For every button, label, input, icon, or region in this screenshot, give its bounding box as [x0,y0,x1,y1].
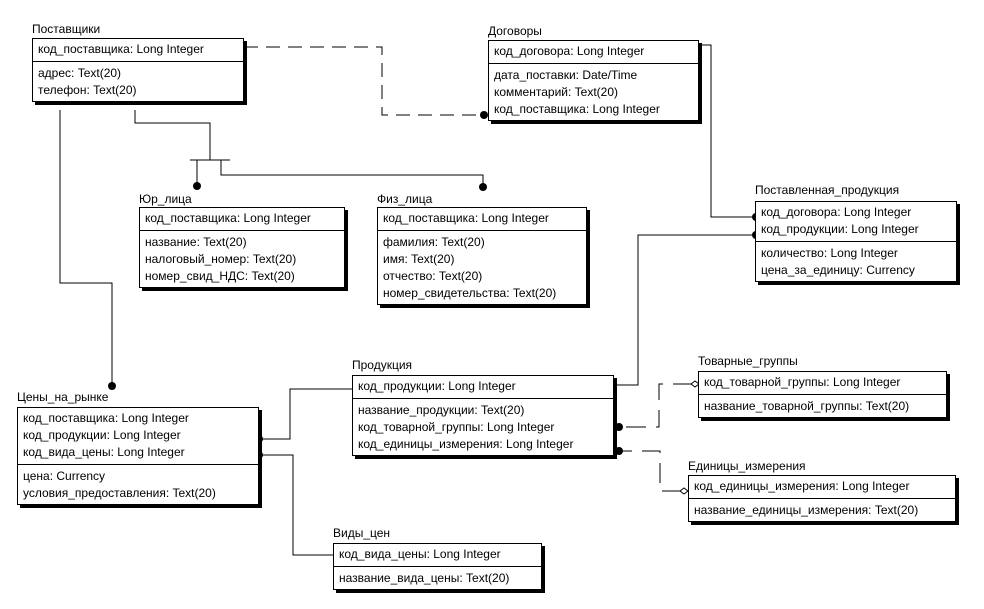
key-attribute: код_поставщика: Long Integer [145,211,311,225]
entity-box: код_продукции: Long Integer название_про… [352,375,614,456]
key-section: код_поставщика: Long Integer [33,39,243,62]
attribute: код_единицы_измерения: Long Integer [358,437,574,451]
attribute: количество: Long Integer [761,246,898,260]
attribute-section: название: Text(20) налоговый_номер: Text… [140,231,344,287]
attribute: цена_за_единицу: Currency [761,263,915,277]
key-attribute: код_продукции: Long Integer [23,428,181,442]
entity-title: Физ_лица [377,192,433,206]
entity-title: Товарные_группы [698,354,798,368]
key-attribute: код_договора: Long Integer [494,44,645,58]
key-section: код_продукции: Long Integer [353,376,613,399]
attribute: номер_свид_НДС: Text(20) [145,269,295,283]
entity-title: Продукция [352,358,413,372]
rel-groups-products [620,383,693,428]
attribute: код_поставщика: Long Integer [494,102,660,116]
key-attribute: код_единицы_измерения: Long Integer [694,479,910,493]
entity-title: Цены_на_рынке [17,390,109,404]
key-attribute: код_поставщика: Long Integer [23,411,189,425]
attribute-section: адрес: Text(20) телефон: Text(20) [33,62,243,101]
attribute: условия_предоставления: Text(20) [23,486,216,500]
attribute: адрес: Text(20) [38,66,122,80]
entity-box: код_единицы_измерения: Long Integer назв… [688,475,956,522]
entity-box: код_поставщика: Long Integer название: T… [139,207,345,288]
key-section: код_единицы_измерения: Long Integer [689,476,955,499]
attribute: название_продукции: Text(20) [358,403,525,417]
entity-box: код_вида_цены: Long Integer название_вид… [333,543,542,590]
rel-contracts-supplied [699,44,757,218]
attribute: налоговый_номер: Text(20) [145,252,297,266]
attribute: название_вида_цены: Text(20) [339,571,510,585]
attribute: отчество: Text(20) [383,269,483,283]
attribute: название_товарной_группы: Text(20) [704,399,910,413]
entity-box: код_поставщика: Long Integer адрес: Text… [32,38,244,102]
many-end-dot [615,423,623,431]
rel-products-supplied [613,234,757,386]
rel-pricetypes-prices [260,454,334,556]
key-attribute: код_поставщика: Long Integer [383,211,549,225]
attribute: дата_поставки: Date/Time [494,68,638,82]
entity-title: Единицы_измерения [688,459,806,473]
key-section: код_договора: Long Integer код_продукции… [756,202,956,242]
key-attribute: код_товарной_группы: Long Integer [704,375,901,389]
attribute: название: Text(20) [145,235,247,249]
key-section: код_поставщика: Long Integer [140,208,344,231]
key-attribute: код_вида_цены: Long Integer [23,445,185,459]
rel-units-products [620,450,682,492]
attribute: цена: Currency [23,469,106,483]
key-attribute: код_вида_цены: Long Integer [339,547,501,561]
attribute-section: название_продукции: Text(20) код_товарно… [353,399,613,455]
entity-title: Юр_лица [139,192,192,206]
key-section: код_вида_цены: Long Integer [334,544,541,567]
entity-box: код_поставщика: Long Integer фамилия: Te… [377,207,587,305]
attribute-section: фамилия: Text(20) имя: Text(20) отчество… [378,231,586,304]
attribute-section: название_единицы_измерения: Text(20) [689,499,955,521]
key-attribute: код_продукции: Long Integer [761,222,919,236]
key-attribute: код_договора: Long Integer [761,205,912,219]
key-attribute: код_продукции: Long Integer [358,379,516,393]
attribute: имя: Text(20) [383,252,455,266]
rel-products-prices [260,388,353,440]
entity-title: Поставленная_продукция [755,183,900,197]
many-end-dot [480,111,488,119]
attribute-section: количество: Long Integer цена_за_единицу… [756,242,956,281]
attribute: название_единицы_измерения: Text(20) [694,503,919,517]
entity-title: Поставщики [32,22,101,36]
attribute: фамилия: Text(20) [383,235,485,249]
entity-title: Договоры [488,24,542,38]
entity-box: код_поставщика: Long Integer код_продукц… [17,407,259,505]
many-end-dot [108,382,116,390]
entity-box: код_договора: Long Integer дата_поставки… [488,40,699,121]
attribute: код_товарной_группы: Long Integer [358,420,555,434]
attribute: телефон: Text(20) [38,83,137,97]
attribute-section: дата_поставки: Date/Time комментарий: Te… [489,64,698,120]
key-section: код_товарной_группы: Long Integer [699,372,946,395]
many-end-dot [615,447,623,455]
entity-box: код_товарной_группы: Long Integer назван… [698,371,947,418]
key-section: код_договора: Long Integer [489,41,698,64]
many-end-dot [479,183,487,191]
rel-suppliers-subtype [134,110,484,187]
many-end-dot [193,182,201,190]
attribute: номер_свидетельства: Text(20) [383,286,557,300]
attribute: комментарий: Text(20) [494,85,618,99]
attribute-section: название_товарной_группы: Text(20) [699,395,946,417]
key-section: код_поставщика: Long Integer [378,208,586,231]
attribute-section: название_вида_цены: Text(20) [334,567,541,589]
rel-suppliers-prices [59,110,113,386]
key-attribute: код_поставщика: Long Integer [38,42,204,56]
attribute-section: цена: Currency условия_предоставления: T… [18,465,258,504]
optional-diamond [679,487,689,495]
rel-suppliers-contracts [244,46,484,116]
entity-box: код_договора: Long Integer код_продукции… [755,201,957,282]
key-section: код_поставщика: Long Integer код_продукц… [18,408,258,465]
entity-title: Виды_цен [333,526,391,540]
